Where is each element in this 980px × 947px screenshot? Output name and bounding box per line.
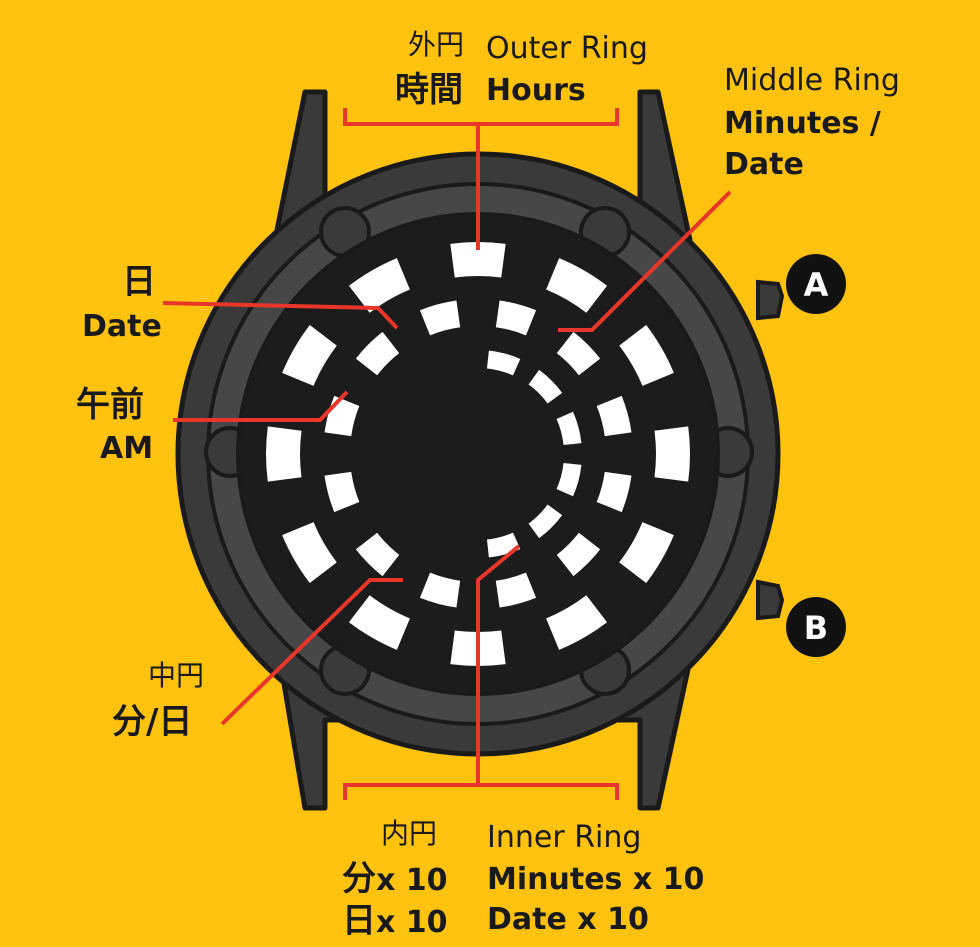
- outer-ring-jp-big: 時間: [395, 70, 463, 110]
- middle-ring-segment: [596, 471, 632, 513]
- outer-ring-segment: [348, 595, 410, 650]
- inner-ring-en-big-2: Date x 10: [487, 902, 649, 937]
- middle-ring-leader: [558, 190, 732, 332]
- middle-ring-en-big-1: Minutes /: [724, 106, 881, 141]
- middle-ring-segment: [419, 572, 461, 608]
- outer-ring-segment: [266, 426, 302, 482]
- outer-ring-segment: [450, 242, 506, 278]
- inner-ring-jp-small: 内円: [381, 817, 438, 850]
- outer-ring-jp-small: 外円: [408, 28, 465, 61]
- middle-ring-segment: [556, 331, 601, 376]
- outer-ring-segment: [348, 258, 410, 313]
- inner-ring-segment: [486, 350, 521, 376]
- middle-ring-segment: [495, 300, 537, 336]
- middle-ring-en-big-2: Date: [724, 147, 804, 182]
- outer-ring-en-small: Outer Ring: [486, 31, 648, 66]
- inner-ring-en-small: Inner Ring: [487, 820, 642, 855]
- outer-ring-segment: [546, 258, 608, 313]
- leader-lines: [162, 108, 732, 800]
- date-leader: [162, 301, 399, 330]
- outer-ring-en-big: Hours: [486, 73, 586, 108]
- inner-ring-segment: [556, 411, 582, 446]
- inner-ring-leader: [476, 544, 521, 785]
- outer-ring-segment: [654, 426, 690, 482]
- outer-ring-segment: [282, 324, 337, 386]
- date-jp: 日: [122, 262, 156, 302]
- outer-ring-segment: [619, 324, 674, 386]
- middle-ring-jp-small: 中円: [148, 659, 205, 692]
- inner-ring-segment: [528, 504, 563, 539]
- inner-ring-segment: [528, 369, 563, 404]
- button-b-crown: [756, 579, 785, 621]
- inner-ring-jp-line-1: 分x 10: [342, 862, 448, 896]
- inner-ring-jp-char-1: 分: [342, 859, 376, 899]
- button-a-crown: [756, 279, 785, 321]
- middle-ring-segment: [495, 572, 537, 608]
- am-en: AM: [100, 431, 154, 466]
- date-en: Date: [82, 309, 162, 344]
- middle-ring-segment: [419, 300, 461, 336]
- inner-ring-jp-line-2: 日x 10: [342, 904, 448, 938]
- outer-ring-bracket: [343, 108, 619, 126]
- middle-ring-segment: [355, 331, 400, 376]
- middle-ring-segment: [324, 471, 360, 513]
- inner-ring-bracket: [343, 783, 619, 800]
- button-b-label: B: [804, 609, 828, 647]
- button-a-label: A: [804, 266, 829, 304]
- middle-ring-jp-leader: [220, 578, 403, 726]
- am-leader: [173, 390, 349, 422]
- outer-ring-segment: [282, 522, 337, 584]
- inner-ring-jp-char-2: 日: [342, 901, 376, 941]
- middle-ring-segment: [355, 532, 400, 577]
- outer-ring-segment: [619, 522, 674, 584]
- button-a[interactable]: A: [786, 254, 846, 314]
- middle-ring-en-small: Middle Ring: [724, 63, 900, 98]
- button-b[interactable]: B: [786, 597, 846, 657]
- inner-ring-jp-mult-2: x 10: [376, 905, 448, 940]
- middle-ring-segment: [596, 395, 632, 437]
- outer-ring-segment: [546, 595, 608, 650]
- middle-ring-segment: [556, 532, 601, 577]
- middle-ring-jp-big: 分/日: [112, 702, 193, 742]
- inner-ring-jp-mult-1: x 10: [376, 863, 448, 898]
- inner-ring-segment: [556, 462, 582, 497]
- am-jp: 午前: [76, 385, 144, 425]
- inner-ring-en-big-1: Minutes x 10: [487, 862, 705, 897]
